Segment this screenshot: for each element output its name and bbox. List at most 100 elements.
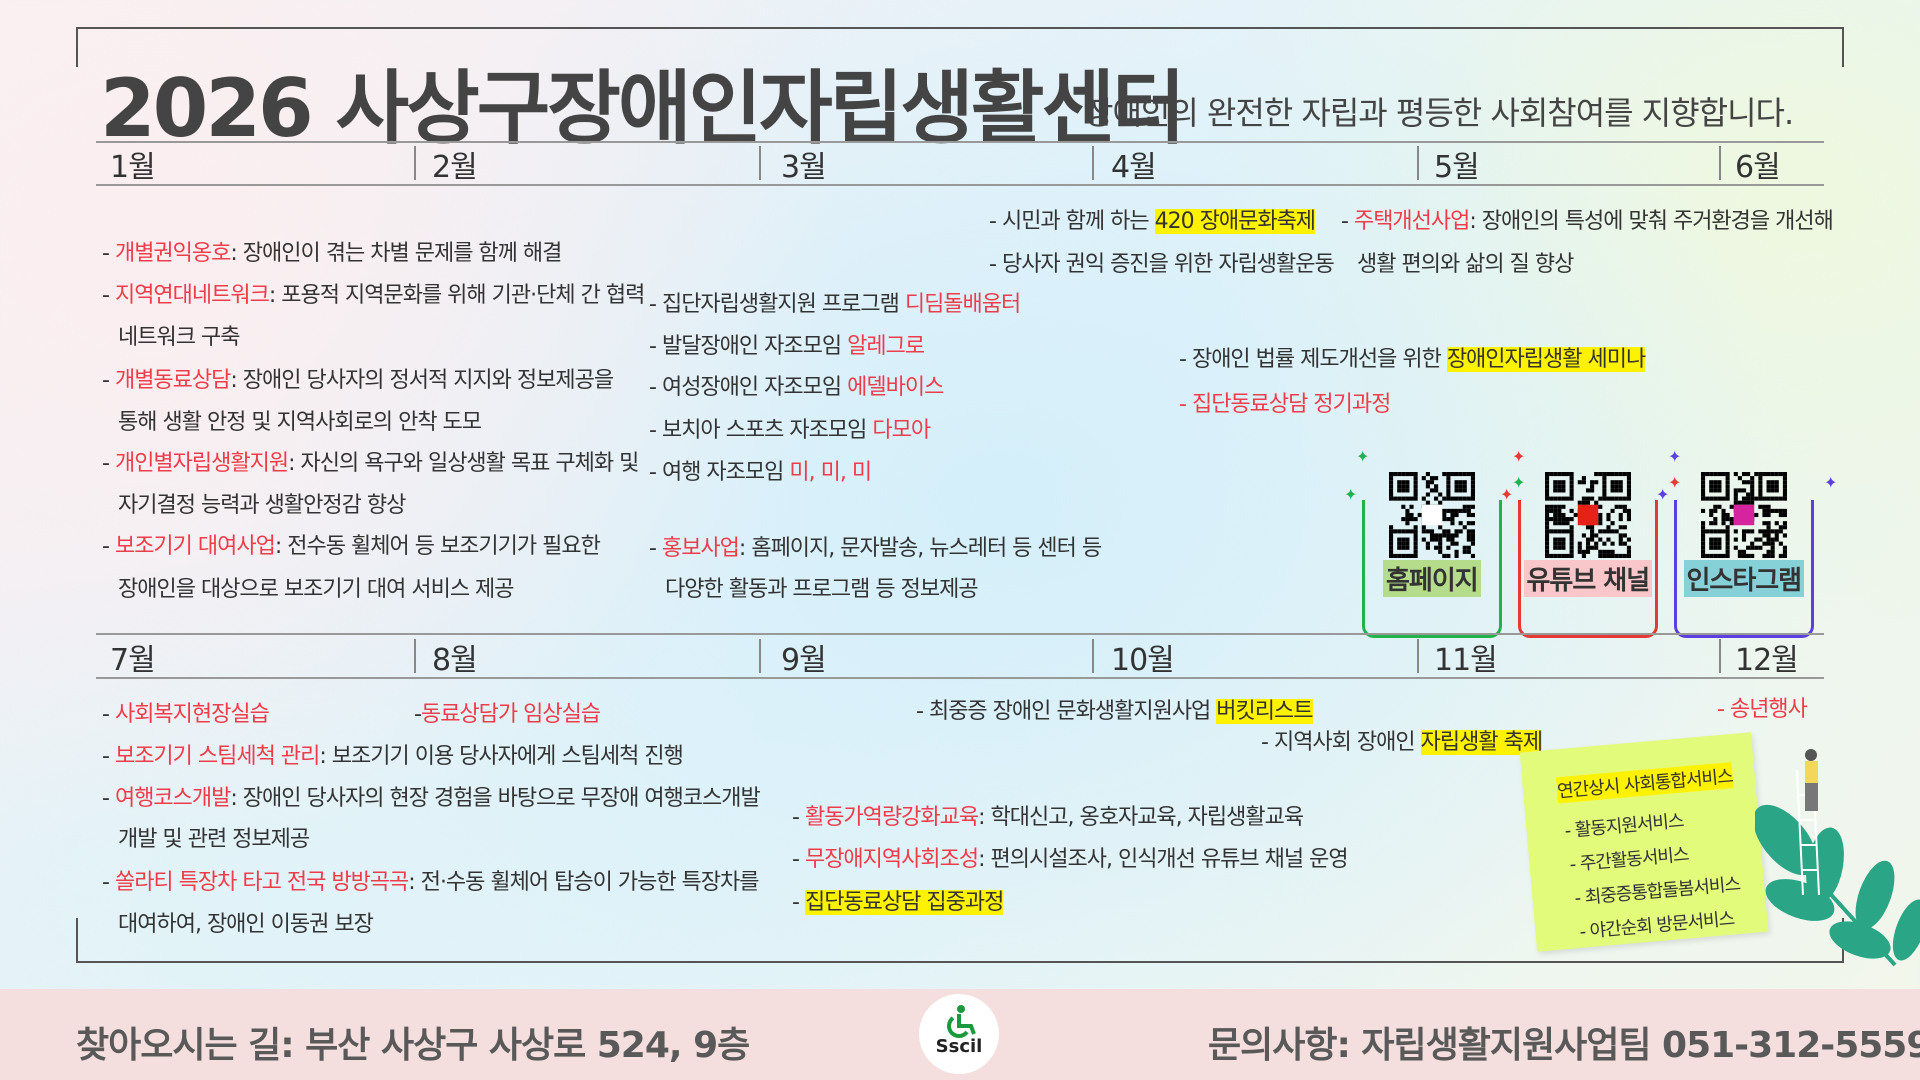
qr-module	[1553, 521, 1558, 526]
list-item-cont: 다양한 활동과 프로그램 등 정보제공	[665, 577, 979, 602]
qr-module	[1774, 508, 1779, 513]
qr-module	[1758, 488, 1763, 493]
month-separator	[1719, 639, 1721, 673]
qr-module	[1774, 484, 1779, 489]
qr-module	[1425, 484, 1430, 489]
qr-module	[1462, 480, 1467, 485]
qr-frame	[1674, 500, 1814, 638]
qr-code[interactable]	[1389, 472, 1475, 558]
qr-module	[1590, 533, 1595, 538]
qr-code[interactable]	[1545, 472, 1631, 558]
qr-module	[1401, 488, 1406, 493]
qr-module	[1594, 545, 1599, 550]
qr-module	[1701, 521, 1706, 526]
qr-module	[1434, 484, 1439, 489]
qr-module	[1610, 541, 1615, 546]
qr-module	[1774, 529, 1779, 534]
qr-module	[1709, 545, 1714, 550]
qr-module	[1709, 537, 1714, 542]
qr-module	[1561, 488, 1566, 493]
qr-module	[1421, 525, 1426, 530]
qr-module	[1618, 541, 1623, 546]
qr-module	[1590, 480, 1595, 485]
qr-module	[1750, 541, 1755, 546]
qr-module	[1417, 512, 1422, 518]
qr-module	[1622, 541, 1627, 546]
qr-module	[1705, 472, 1710, 477]
qr-module	[1758, 480, 1763, 485]
qr-module	[1401, 480, 1406, 485]
qr-module	[1577, 541, 1582, 546]
qr-module	[1725, 537, 1730, 542]
month-separator	[414, 639, 416, 673]
qr-module	[1425, 545, 1430, 550]
qr-module	[1766, 508, 1771, 513]
qr-module	[1561, 480, 1566, 485]
qr-module	[1585, 537, 1591, 542]
qr-module	[1618, 472, 1623, 477]
qr-module	[1581, 500, 1586, 505]
qr-module	[1446, 496, 1451, 501]
qr-label[interactable]: 홈페이지	[1383, 560, 1481, 597]
qr-module	[1717, 472, 1722, 477]
qr-module	[1450, 541, 1455, 546]
qr-module	[1713, 529, 1718, 534]
qr-module	[1553, 553, 1558, 558]
qr-frame	[1362, 500, 1502, 638]
qr-module	[1721, 472, 1726, 477]
qr-module	[1405, 512, 1410, 518]
qr-module	[1729, 504, 1734, 509]
footer-address: 찾아오시는 길: 부산 사상구 사상로 524, 9층	[76, 1025, 750, 1066]
qr-module	[1438, 500, 1443, 505]
qr-module	[1446, 480, 1451, 485]
qr-module	[1733, 492, 1738, 497]
qr-module	[1733, 545, 1738, 550]
qr-module	[1701, 508, 1706, 513]
qr-module	[1413, 545, 1418, 550]
qr-module	[1413, 492, 1418, 497]
qr-module	[1470, 529, 1475, 534]
qr-module	[1762, 529, 1767, 534]
qr-module	[1762, 512, 1767, 518]
qr-module	[1413, 549, 1418, 554]
qr-module	[1557, 512, 1562, 518]
qr-module	[1618, 480, 1623, 485]
qr-module	[1405, 480, 1410, 485]
qr-module	[1446, 517, 1451, 522]
qr-module	[1590, 484, 1595, 489]
qr-module	[1462, 525, 1467, 530]
qr-module	[1389, 480, 1394, 485]
qr-module	[1701, 488, 1706, 493]
qr-module	[1429, 533, 1435, 538]
qr-module	[1446, 472, 1451, 477]
qr-module	[1401, 541, 1406, 546]
qr-module	[1746, 545, 1751, 550]
qr-module	[1626, 492, 1631, 497]
qr-module	[1557, 484, 1562, 489]
list-item-cont: 대여하여, 장애인 이동권 보장	[118, 912, 374, 937]
qr-module	[1389, 492, 1394, 497]
month-label: 6월	[1735, 150, 1781, 185]
qr-module	[1754, 472, 1759, 477]
qr-module	[1766, 521, 1771, 526]
qr-module	[1401, 496, 1406, 501]
qr-module	[1577, 549, 1582, 554]
qr-code[interactable]	[1701, 472, 1787, 558]
qr-module	[1614, 480, 1619, 485]
qr-module	[1701, 545, 1706, 550]
qr-module	[1746, 529, 1751, 534]
qr-module	[1569, 488, 1574, 493]
qr-module	[1725, 553, 1730, 558]
qr-module	[1470, 472, 1475, 477]
qr-module	[1405, 517, 1410, 522]
qr-module	[1701, 537, 1706, 542]
qr-label[interactable]: 유튜브 채널	[1523, 560, 1653, 597]
qr-module	[1405, 537, 1410, 542]
qr-module	[1429, 529, 1435, 534]
qr-module	[1626, 545, 1631, 550]
qr-module	[1741, 472, 1747, 477]
qr-module	[1545, 488, 1550, 493]
qr-label[interactable]: 인스타그램	[1683, 560, 1805, 597]
qr-module	[1409, 553, 1414, 558]
plant-ladder-illustration	[1755, 749, 1920, 967]
